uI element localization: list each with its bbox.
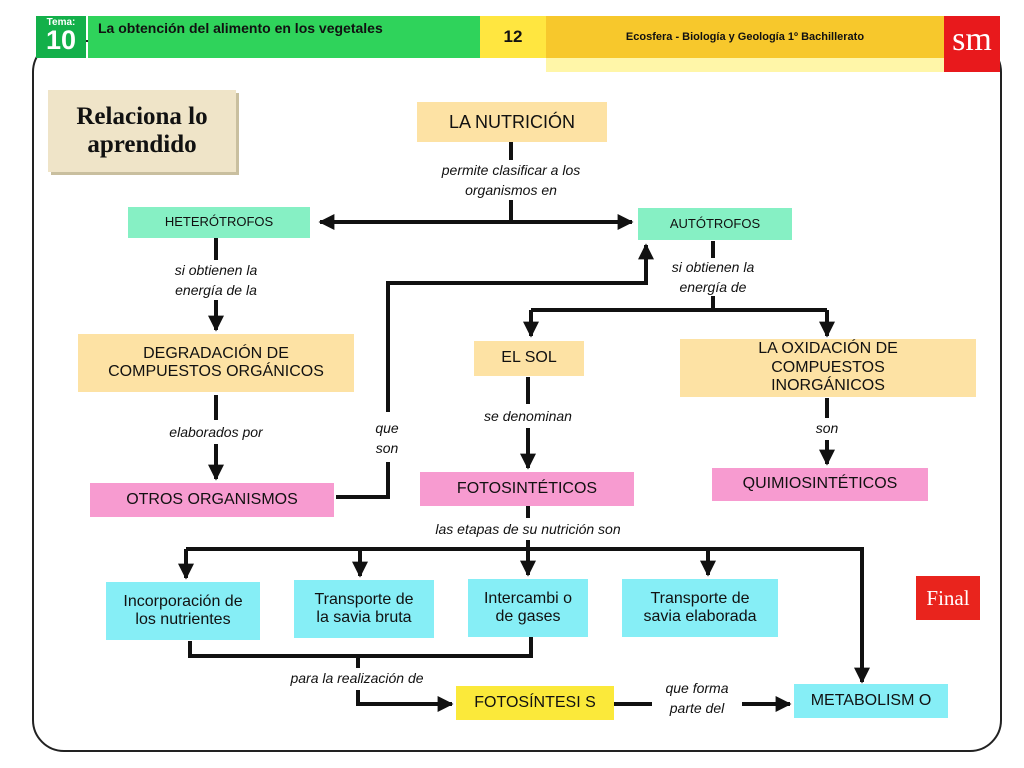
node-fotosinteticos: FOTOSINTÉTICOS (420, 472, 634, 506)
line-bracket (188, 637, 533, 658)
tema-badge: Tema: 10 (36, 16, 86, 58)
label-etapas: las etapas de su nutrición son (435, 521, 621, 537)
node-transporte-elaborada: Transporte de savia elaborada (622, 579, 778, 637)
publisher-logo: sm (944, 16, 1000, 72)
label-se-denominan: se denominan (484, 408, 572, 424)
arrow-to-fotosintesis (356, 690, 454, 712)
node-intercambio: Intercambi o de gases (468, 579, 588, 637)
label-si-obtienen-la: si obtienen la energía de la (174, 262, 258, 298)
arrow-etapas-metabolismo (186, 547, 870, 684)
label-si-obtienen-de: si obtienen la energía de (671, 259, 755, 295)
node-el-sol: EL SOL (474, 341, 584, 376)
node-oxidacion: LA OXIDACIÓN DE COMPUESTOS INORGÁNICOS (680, 339, 976, 397)
tema-number: 10 (45, 25, 77, 55)
arrow-queson-aut (386, 243, 654, 412)
label-para-realizacion: para la realización de (290, 670, 424, 686)
label-que-forma: que forma parte del (665, 680, 729, 716)
node-fotosintesis: FOTOSÍNTESI S (456, 686, 614, 720)
node-autotrofos: AUTÓTROFOS (638, 208, 792, 240)
book-subtitle: Ecosfera - Biología y Geología 1º Bachil… (546, 16, 944, 58)
node-degradacion: DEGRADACIÓN DE COMPUESTOS ORGÁNICOS (78, 334, 354, 392)
header-strip (546, 58, 944, 72)
node-transporte-bruta: Transporte de la savia bruta (294, 580, 434, 638)
label-son: son (815, 420, 839, 436)
section-badge: Relaciona lo aprendido (48, 90, 236, 172)
node-otros-organismos: OTROS ORGANISMOS (90, 483, 334, 517)
label-elaborados: elaborados por (169, 424, 263, 440)
unit-title: La obtención del alimento en los vegetal… (88, 16, 480, 58)
node-quimiosinteticos: QUIMIOSINTÉTICOS (712, 468, 928, 501)
final-button[interactable]: Final (916, 576, 980, 620)
tema-label: Tema: (46, 17, 76, 28)
node-metabolismo: METABOLISM O (794, 684, 948, 718)
node-incorporacion: Incorporación de los nutrientes (106, 582, 260, 640)
line-otros-right (336, 462, 390, 499)
node-heterotrofos: HETERÓTROFOS (128, 207, 310, 238)
page-number: 12 (480, 16, 546, 58)
node-la-nutricion: LA NUTRICIÓN (417, 102, 607, 142)
label-que-son: que son (375, 420, 399, 456)
label-permite: permite clasificar a los organismos en (441, 162, 581, 198)
